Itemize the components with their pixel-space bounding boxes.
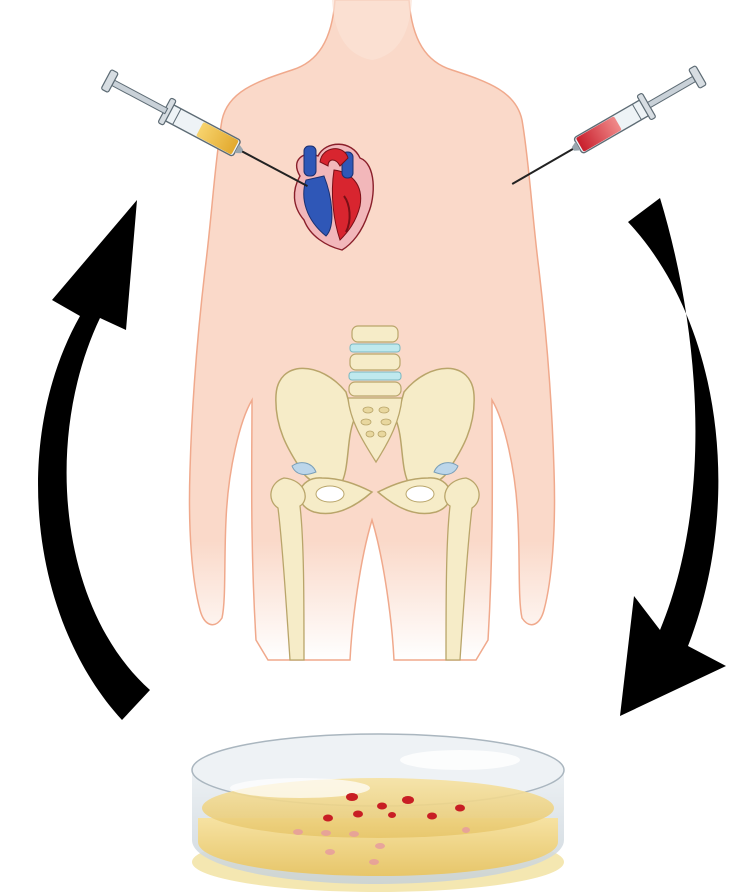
syringe-right-icon xyxy=(505,63,708,196)
curved-arrow-down-icon xyxy=(620,198,726,716)
petri-dish-icon xyxy=(192,734,564,892)
curved-arrow-up-icon xyxy=(38,200,150,720)
